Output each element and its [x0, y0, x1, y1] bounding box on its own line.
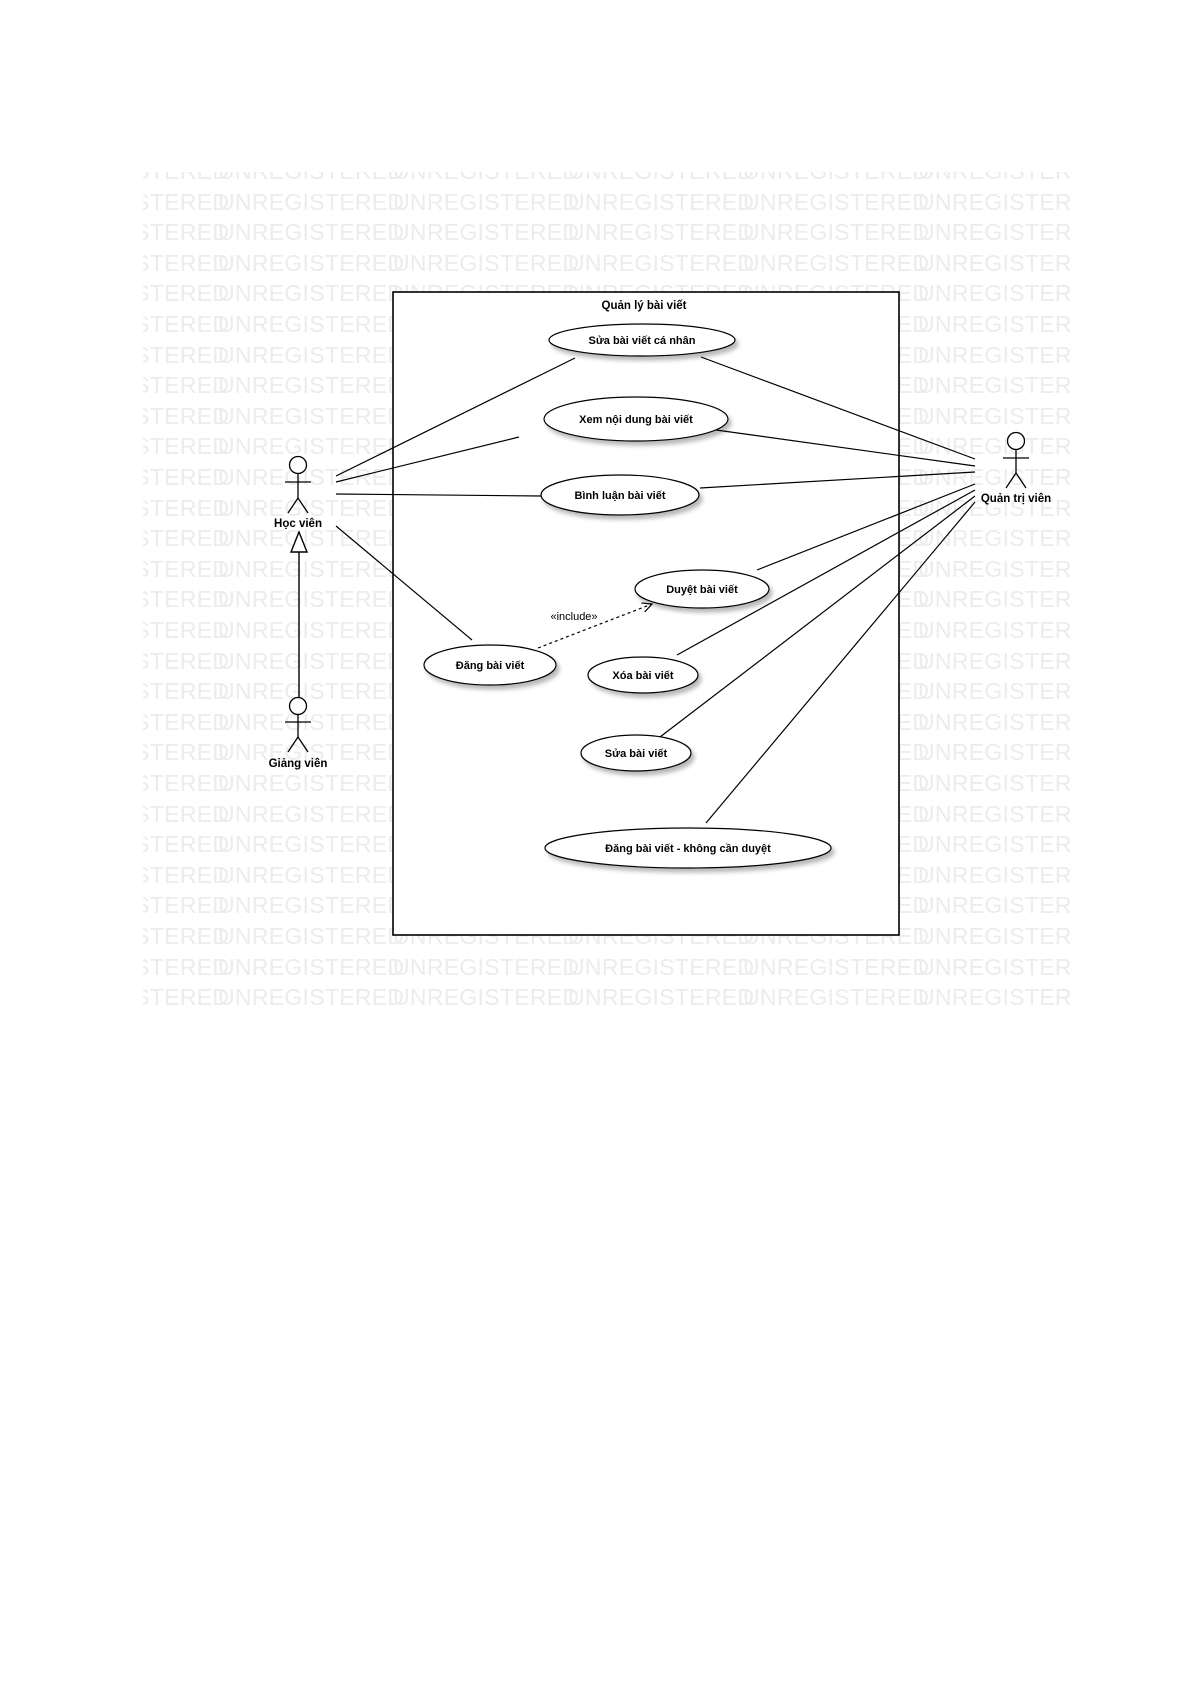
- use-case-dang-bai-viet[interactable]: Đăng bài viết: [423, 644, 557, 686]
- watermark-row: UNREGISTEREDUNREGISTEREDUNREGISTEREDUNRE…: [143, 172, 1071, 185]
- assoc-qtv-sua: [659, 495, 976, 738]
- use-case-label: Đăng bài viết: [456, 660, 525, 672]
- use-case-label: Bình luận bài viết: [574, 490, 665, 502]
- use-case-label: Sửa bài viết cá nhân: [588, 335, 695, 347]
- use-case-sua-bai-viet[interactable]: Sửa bài viết: [580, 734, 692, 772]
- assoc-hocvien-suacanhan: [335, 357, 576, 477]
- use-case-binh-luan-bai-viet[interactable]: Bình luận bài viết: [540, 474, 700, 516]
- assoc-qtv-duyet: [756, 483, 976, 571]
- system-title: Quản lý bài viết: [602, 300, 687, 312]
- actor-label: Giảng viên: [269, 758, 328, 770]
- use-case-xoa-bai-viet[interactable]: Xóa bài viết: [587, 656, 699, 694]
- use-case-label: Xóa bài viết: [612, 670, 673, 682]
- stick-figure-icon: [1003, 431, 1029, 489]
- stick-figure-icon: [285, 696, 311, 753]
- assoc-hocvien-binhluan: [335, 493, 542, 497]
- assoc-qtv-dangkhongduyet: [705, 501, 976, 824]
- use-case-dang-bai-viet-khong-can-duyet[interactable]: Đăng bài viết - không cần duyệt: [544, 827, 832, 869]
- use-case-sua-bai-viet-ca-nhan[interactable]: Sửa bài viết cá nhân: [548, 323, 736, 357]
- actor-label: Quản trị viên: [981, 493, 1051, 505]
- actor-label: Học viên: [274, 518, 322, 530]
- actor-quan-tri-vien[interactable]: Quản trị viên: [981, 431, 1051, 506]
- assoc-hocvien-xem: [335, 436, 520, 483]
- watermark-row: UNREGISTEREDUNREGISTEREDUNREGISTEREDUNRE…: [143, 953, 1071, 980]
- assoc-qtv-xoa: [676, 489, 976, 656]
- actor-giang-vien[interactable]: Giảng viên: [269, 696, 328, 771]
- generalization-arrowhead: [289, 530, 309, 553]
- watermark-row: UNREGISTEREDUNREGISTEREDUNREGISTEREDUNRE…: [143, 219, 1071, 246]
- assoc-qtv-xem: [715, 429, 976, 467]
- include-dependency: [537, 604, 652, 649]
- use-case-label: Sửa bài viết: [605, 748, 668, 760]
- watermark-row: UNREGISTEREDUNREGISTEREDUNREGISTEREDUNRE…: [143, 188, 1071, 215]
- use-case-xem-noi-dung-bai-viet[interactable]: Xem nội dung bài viết: [543, 396, 729, 442]
- stick-figure-icon: [285, 455, 311, 514]
- associations-quan-tri-vien: [659, 356, 976, 824]
- use-case-label: Đăng bài viết - không cần duyệt: [605, 843, 771, 855]
- watermark-row: UNREGISTEREDUNREGISTEREDUNREGISTEREDUNRE…: [143, 984, 1071, 1006]
- include-label: «include»: [550, 611, 597, 623]
- use-case-label: Xem nội dung bài viết: [579, 414, 693, 426]
- assoc-hocvien-dang: [335, 525, 473, 641]
- assoc-qtv-suacanhan: [700, 356, 976, 460]
- watermark-row: UNREGISTEREDUNREGISTEREDUNREGISTEREDUNRE…: [143, 249, 1071, 276]
- associations-hoc-vien: [335, 357, 576, 641]
- assoc-qtv-binhluan: [699, 471, 976, 489]
- use-case-label: Duyệt bài viết: [666, 584, 738, 596]
- use-case-duyet-bai-viet[interactable]: Duyệt bài viết: [634, 569, 770, 609]
- actor-hoc-vien[interactable]: Học viên: [274, 455, 322, 531]
